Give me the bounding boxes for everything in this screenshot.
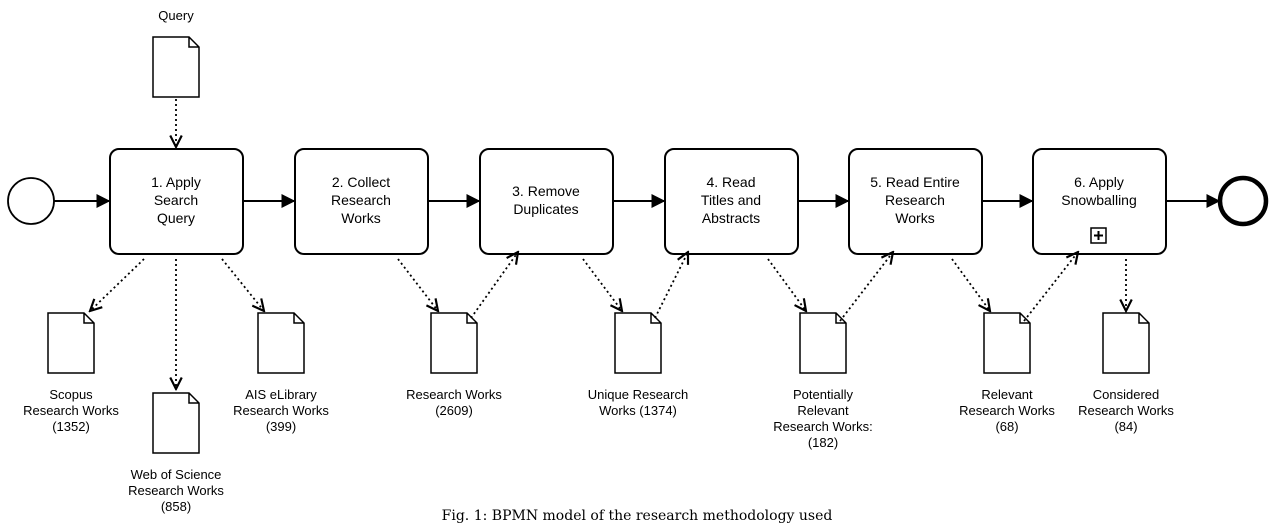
figure-caption: Fig. 1: BPMN model of the research metho… [442, 508, 833, 523]
data-object-query [152, 36, 200, 98]
association [767, 258, 806, 311]
subprocess-plus-icon [1090, 227, 1107, 244]
data-object-considered [1102, 312, 1150, 374]
association [221, 258, 264, 311]
data-object-scopus [47, 312, 95, 374]
start-event [7, 177, 55, 225]
label-research-works: Research Works(2609) [406, 387, 502, 418]
association [470, 252, 518, 319]
end-event [1217, 175, 1269, 227]
association [839, 252, 893, 322]
association [951, 258, 990, 311]
data-object-unique-research-works [614, 312, 662, 374]
association [582, 258, 622, 311]
association [397, 258, 438, 311]
data-object-relevant [983, 312, 1031, 374]
data-object-web-of-science [152, 392, 200, 454]
data-object-ais-elibrary [257, 312, 305, 374]
data-object-potentially-relevant [799, 312, 847, 374]
association [90, 258, 145, 311]
association [1023, 252, 1078, 322]
query-label: Query [158, 8, 194, 23]
association [654, 252, 688, 319]
data-object-research-works [430, 312, 478, 374]
